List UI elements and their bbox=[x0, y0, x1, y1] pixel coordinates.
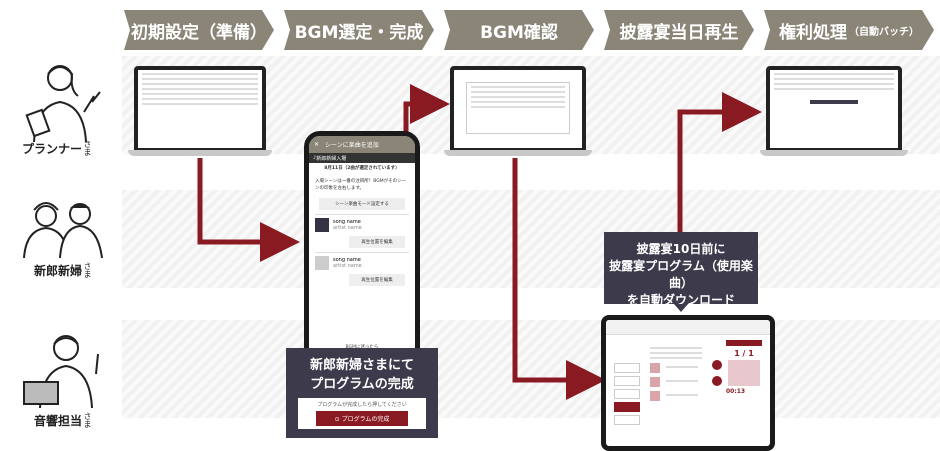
phone-scene-bar: ♪ 新郎新婦入場 bbox=[309, 153, 415, 163]
couple-figure-icon bbox=[23, 202, 103, 258]
role-label-sound: 音響担当さま bbox=[34, 412, 93, 429]
step-header-rights: 権利処理（自動バッチ） bbox=[764, 10, 934, 50]
step-header-label: BGM確認 bbox=[480, 22, 558, 43]
complete-program-button[interactable]: ⊙ プログラムの完成 bbox=[316, 411, 408, 426]
callout-pointer bbox=[674, 304, 688, 312]
scene-counter: 1 / 1 bbox=[734, 349, 754, 358]
tablet-playback-screen: 1 / 1 00:13 bbox=[601, 315, 775, 451]
step-header-bgm-check: BGM確認 bbox=[444, 10, 594, 50]
arrow-setup-to-couple bbox=[197, 158, 300, 262]
smartphone-screen: ✕ シーンに楽曲を追加 ♪ 新郎新婦入場 8月11日（2曲が選定されています） … bbox=[304, 131, 420, 367]
callout-auto-download: 披露宴10日前に 披露宴プログラム（使用楽曲） を自動ダウンロード bbox=[604, 232, 758, 307]
callout-program-complete: 新郎新婦さまにて プログラムの完成 プログラムが完成したら押してください ⊙ プ… bbox=[286, 348, 438, 438]
role-honorific: さま bbox=[83, 412, 93, 428]
role-label-planner: プランナーさま bbox=[22, 140, 93, 157]
step-header-label: BGM選定・完成 bbox=[294, 22, 424, 43]
callout-line: を自動ダウンロード bbox=[626, 293, 735, 307]
tablet-photo bbox=[728, 360, 760, 386]
step-header-label: 初期設定（準備） bbox=[131, 22, 267, 43]
step-header-playback: 披露宴当日再生 bbox=[604, 10, 754, 50]
role-name: 新郎新婦 bbox=[34, 264, 83, 278]
role-label-couple: 新郎新婦さま bbox=[34, 262, 93, 279]
callout-line: 新郎新婦さまにて bbox=[309, 358, 414, 373]
step-header-label: 披露宴当日再生 bbox=[619, 22, 739, 43]
sound-engineer-figure-icon bbox=[23, 335, 99, 408]
step-header-sub: （自動バッチ） bbox=[849, 26, 919, 38]
role-name: プランナー bbox=[22, 142, 83, 156]
stop-button[interactable] bbox=[712, 376, 722, 386]
arrow-couple-to-check bbox=[403, 84, 450, 136]
laptop-setup bbox=[128, 66, 272, 158]
role-honorific: さま bbox=[83, 262, 93, 278]
phone-header: ✕ シーンに楽曲を追加 bbox=[309, 136, 415, 153]
tablet-scene-menu bbox=[614, 360, 640, 428]
check-circle-icon: ⊙ bbox=[334, 416, 340, 423]
complete-hint: プログラムが完成したら押してください bbox=[317, 402, 407, 408]
phone-notice: 8月11日（2曲が選定されています） bbox=[324, 166, 400, 171]
edit-position-button[interactable]: 再生位置を編集 bbox=[349, 274, 405, 287]
planner-figure-icon bbox=[25, 65, 101, 142]
step-header-label: 権利処理 bbox=[779, 22, 847, 43]
close-icon[interactable]: ✕ bbox=[314, 141, 320, 148]
playback-time: 00:13 bbox=[726, 388, 746, 395]
arrow-playback-to-rights bbox=[677, 92, 762, 232]
role-name: 音響担当 bbox=[34, 414, 83, 428]
callout-line: 披露宴プログラム（使用楽曲） bbox=[609, 259, 753, 290]
play-button[interactable] bbox=[712, 360, 722, 370]
music-note-icon: ♪ bbox=[313, 155, 317, 161]
step-header-bgm-select: BGM選定・完成 bbox=[284, 10, 434, 50]
song-thumbnail bbox=[315, 218, 329, 233]
edit-position-button[interactable]: 再生位置を編集 bbox=[349, 236, 405, 249]
laptop-rights bbox=[760, 66, 908, 158]
song-name: song name bbox=[333, 257, 361, 264]
arrow-check-to-sound bbox=[512, 158, 606, 400]
complete-button-label: プログラムの完成 bbox=[341, 416, 390, 423]
song-name: song name bbox=[333, 219, 361, 226]
song-item[interactable]: song name artist name bbox=[315, 252, 409, 271]
callout-line: プログラムの完成 bbox=[310, 377, 414, 392]
step-header-setup: 初期設定（準備） bbox=[124, 10, 274, 50]
laptop-bgm-check bbox=[444, 66, 592, 158]
lane-sound bbox=[122, 320, 940, 418]
song-artist: artist name bbox=[333, 263, 362, 270]
role-honorific: さま bbox=[83, 140, 93, 156]
phone-title: シーンに楽曲を追加 bbox=[325, 142, 379, 149]
scene-name: 新郎新婦入場 bbox=[316, 155, 347, 162]
song-artist: artist name bbox=[333, 225, 362, 232]
song-item[interactable]: song name artist name bbox=[315, 214, 409, 233]
lane-couple bbox=[122, 190, 940, 288]
callout-line: 披露宴10日前に bbox=[636, 242, 726, 256]
scene-mode-button[interactable]: シーン楽曲モード設定する bbox=[319, 198, 405, 211]
footer-line: BGMに迷ったら bbox=[309, 344, 415, 350]
song-thumbnail bbox=[315, 256, 329, 271]
phone-description: 入場シーンは一番の注目所！BGMがそのシーンの印象を左右します。 bbox=[315, 178, 407, 191]
